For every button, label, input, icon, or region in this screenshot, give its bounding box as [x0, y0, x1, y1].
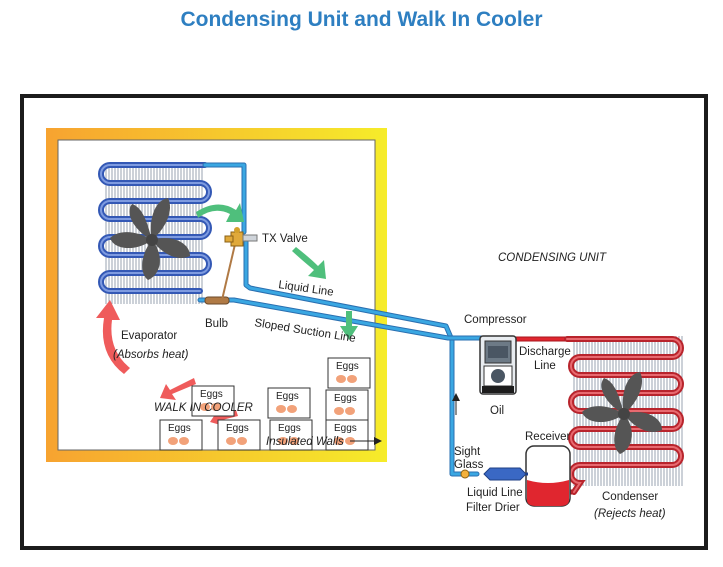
sight-glass-icon	[460, 469, 470, 479]
discharge-line-label-2: Line	[534, 360, 556, 372]
insulated-walls-label: Insulated Walls	[266, 436, 344, 448]
egg-crate-label: Eggs	[278, 423, 301, 434]
egg-crate: Eggs	[191, 385, 235, 417]
receiver-label: Receiver	[525, 431, 571, 443]
sight-glass-label-2: Glass	[454, 459, 484, 471]
filter-drier-label-1: Liquid Line	[467, 487, 523, 499]
absorbs-heat-label: (Absorbs heat)	[113, 349, 189, 361]
egg-crate-label: Eggs	[276, 391, 299, 402]
sight-glass-label-1: Sight	[454, 446, 481, 458]
egg-crate-label: Eggs	[334, 393, 357, 404]
condensing-unit-label: CONDENSING UNIT	[498, 252, 607, 264]
tx-valve-label: TX Valve	[262, 233, 308, 245]
receiver-tank	[525, 445, 571, 507]
filter-drier-icon	[483, 467, 528, 481]
bulb	[204, 296, 230, 305]
egg-crate: Eggs	[217, 419, 261, 451]
egg-crate: Eggs	[325, 389, 369, 421]
egg-crate: Eggs	[325, 419, 369, 451]
compressor-icon	[479, 335, 517, 395]
filter-drier-label-2: Filter Drier	[466, 502, 520, 514]
egg-crate: Eggs	[159, 419, 203, 451]
discharge-line-label-1: Discharge	[519, 346, 571, 358]
egg-crate: Eggs	[269, 419, 313, 451]
page-title: Condensing Unit and Walk In Cooler	[180, 8, 543, 31]
rejects-heat-label: (Rejects heat)	[594, 508, 666, 520]
egg-crate: Eggs	[267, 387, 311, 419]
walk-in-cooler-label: WALK IN COOLER	[154, 402, 253, 414]
egg-crate-label: Eggs	[334, 423, 357, 434]
condenser-fan-icon	[582, 372, 662, 454]
suction-and-liquid-lines	[197, 162, 487, 477]
compressor-label: Compressor	[464, 314, 527, 326]
egg-crate: Eggs	[327, 357, 371, 389]
tx-valve-icon	[221, 227, 258, 301]
cold-air-arrows	[196, 203, 358, 340]
egg-crate-label: Eggs	[226, 423, 249, 434]
evaporator-label: Evaporator	[121, 330, 177, 342]
outer-frame	[20, 94, 708, 550]
egg-crate-label: Eggs	[200, 389, 223, 400]
oil-label: Oil	[490, 405, 504, 417]
evaporator-fan-icon	[110, 198, 190, 280]
egg-crate-label: Eggs	[336, 361, 359, 372]
egg-crate-label: Eggs	[168, 423, 191, 434]
bulb-label: Bulb	[205, 318, 228, 330]
egg-crates: Eggs Eggs Eggs Eggs Eggs Eggs	[159, 357, 371, 451]
condenser-label: Condenser	[602, 491, 658, 503]
